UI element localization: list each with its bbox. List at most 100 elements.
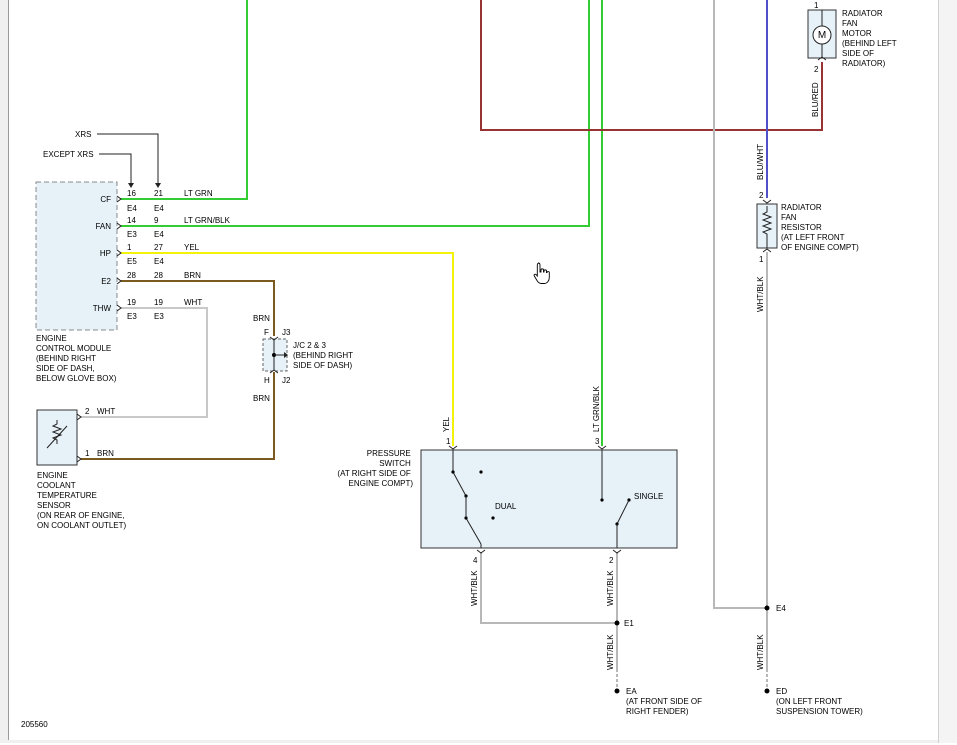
sensor-block: [36, 409, 78, 466]
resistor-connector-1: [762, 248, 772, 253]
ps-connector-1: [448, 445, 458, 450]
wire-label-wht: WHT: [184, 298, 202, 307]
except-xrs-arrowhead: [128, 183, 134, 188]
ecm-pin-fan: FAN: [95, 222, 111, 231]
xrs-arrowhead: [155, 183, 161, 188]
single-label: SINGLE: [634, 492, 663, 501]
motor-out-wire: BLU/RED: [811, 82, 820, 117]
pressure-switch-label: PRESSURE SWITCH (AT RIGHT SIDE OF ENGINE…: [337, 449, 413, 488]
jc-splice-arrowhead: [284, 352, 288, 358]
ps-pin4: 4: [473, 556, 478, 565]
ps-pin1-wire: YEL: [442, 416, 451, 432]
wire-lt-grn: [121, 0, 248, 200]
ea-wire-label: WHT/BLK: [606, 634, 615, 670]
resistor-connector-2: [762, 199, 772, 204]
jc-label: J/C 2 & 3 (BEHIND RIGHT SIDE OF DASH): [293, 341, 355, 370]
ecm-right-conn-e4b: E4: [154, 230, 164, 239]
ecm-left-conn-e4: E4: [127, 204, 137, 213]
ecm-pin-hp: HP: [100, 249, 111, 258]
ecm-right-pin-27: 27: [154, 243, 163, 252]
ground-ed-icon: [764, 688, 770, 694]
ecm-right-conn-e3: E3: [154, 312, 164, 321]
fan-motor-label: RADIATOR FAN MOTOR (BEHIND LEFT SIDE OF …: [842, 9, 899, 68]
jc-bottom-wire-label: BRN: [253, 394, 270, 403]
ecm-left-pin-28: 28: [127, 271, 136, 280]
sensor-thermistor-icon: [51, 420, 63, 444]
ecm-label: ENGINE CONTROL MODULE (BEHIND RIGHT SIDE…: [36, 334, 117, 383]
ecm-left-conn-e3: E3: [127, 230, 137, 239]
ecm-left-pin-1: 1: [127, 243, 132, 252]
wiring-diagram: CF FAN HP E2 THW 16 21 LT GRN E4 E4 14 9…: [21, 0, 899, 729]
ground-ea-label: EA (AT FRONT SIDE OF RIGHT FENDER): [626, 687, 704, 716]
wire-wht-blk-pin4: [480, 552, 617, 624]
wire-brn-sensor: [81, 372, 275, 460]
ecm-left-pin-19: 19: [127, 298, 136, 307]
wiring-diagram-page: CF FAN HP E2 THW 16 21 LT GRN E4 E4 14 9…: [8, 0, 940, 740]
motor-connector-2: [817, 56, 827, 61]
ecm-left-conn-e5: E5: [127, 257, 137, 266]
ecm-right-pin-28: 28: [154, 271, 163, 280]
sensor-pin1-wire: BRN: [97, 449, 114, 458]
ecm-right-pin-19: 19: [154, 298, 163, 307]
xrs-arrow: [97, 133, 159, 184]
ps-connector-4: [476, 549, 486, 554]
sensor-connector-2: [76, 413, 82, 421]
ed-wire-label: WHT/BLK: [756, 634, 765, 670]
wire-blu-red: [480, 0, 823, 131]
jc-top-wire-label: BRN: [253, 314, 270, 323]
ground-ea-icon: [614, 688, 620, 694]
ps-pin1: 1: [446, 437, 451, 446]
wire-label-brn: BRN: [184, 271, 201, 280]
ecm-left-pin-14: 14: [127, 216, 136, 225]
splice-e1: [614, 620, 620, 626]
wire-label-lt-grn: LT GRN: [184, 189, 213, 198]
sensor-pin2: 2: [85, 407, 90, 416]
splice-e1-label: E1: [624, 619, 634, 628]
jc-bottom-connector: [269, 369, 279, 374]
ecm-pin-cf: CF: [100, 195, 111, 204]
wire-yel: [121, 252, 454, 446]
ecm-block: [35, 181, 118, 331]
wire-lt-grn-blk-ecm: [121, 0, 590, 227]
wire-label-yel: YEL: [184, 243, 200, 252]
single-switch-contacts: [600, 450, 631, 548]
pressure-switch-block: [420, 449, 678, 549]
jc-top-conn: J3: [282, 328, 291, 337]
xrs-label: XRS: [75, 130, 91, 139]
resistor-in-wire: BLU/WHT: [756, 144, 765, 180]
dual-label: DUAL: [495, 502, 517, 511]
window-scroll-edge[interactable]: [938, 0, 957, 743]
hand-cursor-icon: [533, 262, 550, 284]
ecm-right-pin-21: 21: [154, 189, 163, 198]
ps-pin4-wire: WHT/BLK: [470, 570, 479, 606]
except-xrs-arrow: [99, 153, 132, 184]
ps-connector-2: [612, 549, 622, 554]
dual-switch-contacts: [451, 450, 495, 548]
ecm-pin-thw: THW: [93, 304, 112, 313]
resistor-pin2: 2: [759, 191, 764, 200]
resistor-icon: [761, 206, 773, 248]
ps-pin3-wire: LT GRN/BLK: [592, 385, 601, 432]
ps-pin2-wire: WHT/BLK: [606, 570, 615, 606]
ground-ed-label: ED (ON LEFT FRONT SUSPENSION TOWER): [776, 687, 863, 716]
jc-bottom-pin: H: [264, 376, 270, 385]
ecm-left-pin-16: 16: [127, 189, 136, 198]
ecm-connector-arrows: [116, 195, 122, 312]
ps-pin3: 3: [595, 437, 600, 446]
sensor-label: ENGINE COOLANT TEMPERATURE SENSOR (ON RE…: [37, 471, 127, 530]
jc-top-pin: F: [264, 328, 269, 337]
wire-label-lt-grn-blk: LT GRN/BLK: [184, 216, 231, 225]
ecm-right-conn-e4c: E4: [154, 257, 164, 266]
sensor-thermistor-slash: [46, 425, 68, 449]
splice-e4: [764, 605, 770, 611]
sensor-pin2-wire: WHT: [97, 407, 115, 416]
ecm-left-conn-e3b: E3: [127, 312, 137, 321]
ecm-pin-e2: E2: [101, 277, 111, 286]
wire-wht: [81, 307, 208, 418]
splice-e4-label: E4: [776, 604, 786, 613]
diagram-id: 205560: [21, 720, 48, 729]
sensor-connector-1: [76, 455, 82, 463]
wire-brn-ecm: [121, 280, 275, 336]
motor-symbol: M: [818, 30, 826, 41]
ecm-right-conn-e4: E4: [154, 204, 164, 213]
